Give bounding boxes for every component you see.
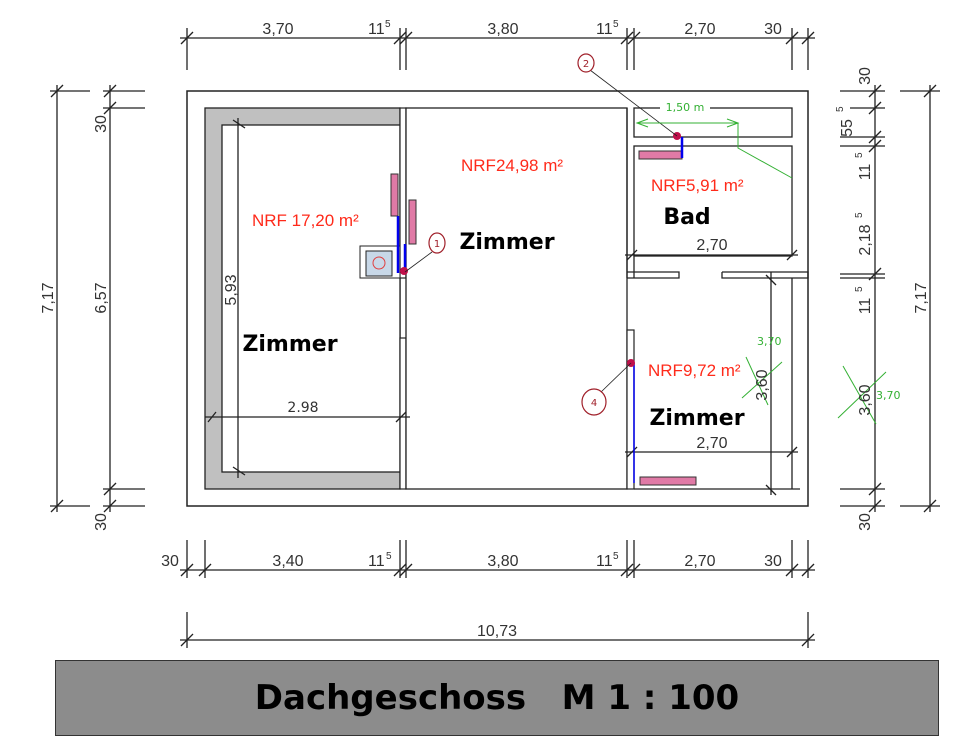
svg-text:5: 5	[854, 212, 865, 218]
floor-plan: 1 2 4 1,50 m 3,70 3,70 3,70 11 5 3,80 11…	[40, 19, 940, 648]
svg-text:7,17: 7,17	[40, 282, 57, 313]
svg-text:30: 30	[93, 115, 110, 133]
svg-text:5: 5	[613, 551, 619, 562]
svg-text:2,70: 2,70	[696, 237, 727, 254]
inner-dimensions	[205, 118, 798, 496]
svg-text:30: 30	[93, 513, 110, 531]
svg-text:1,50 m: 1,50 m	[666, 101, 705, 114]
green-annotations: 1,50 m 3,70 3,70	[635, 100, 901, 425]
svg-text:7,17: 7,17	[913, 282, 930, 313]
svg-text:2,18: 2,18	[857, 224, 874, 255]
dimension-labels: 3,70 11 5 3,80 11 5 2,70 30 30 3,40 11 5…	[40, 19, 930, 640]
svg-text:2: 2	[583, 59, 589, 70]
svg-text:3,70: 3,70	[876, 389, 901, 402]
plan-title: Dachgeschoss M 1 : 100	[254, 678, 740, 718]
svg-text:3,60: 3,60	[857, 384, 874, 415]
room-labels: NRF 17,20 m² Zimmer NRF24,98 m² Zimmer N…	[242, 156, 744, 431]
svg-text:6,57: 6,57	[93, 282, 110, 313]
marker-2: 2	[577, 53, 678, 137]
nrf-room-2: NRF24,98 m²	[461, 156, 563, 175]
svg-text:3,80: 3,80	[487, 553, 518, 570]
svg-text:30: 30	[857, 67, 874, 85]
nrf-room-1: NRF 17,20 m²	[252, 211, 359, 230]
marker-4: 4	[581, 362, 632, 416]
svg-text:1: 1	[434, 239, 440, 250]
svg-text:5: 5	[385, 19, 391, 30]
title-banner: Dachgeschoss M 1 : 100	[55, 660, 939, 736]
svg-text:3,80: 3,80	[487, 21, 518, 38]
nrf-bad: NRF5,91 m²	[651, 176, 744, 195]
svg-text:11: 11	[857, 164, 874, 181]
svg-text:2,70: 2,70	[684, 21, 715, 38]
svg-text:10,73: 10,73	[477, 623, 517, 640]
svg-text:5: 5	[835, 106, 846, 112]
svg-text:3,40: 3,40	[272, 553, 303, 570]
svg-text:11: 11	[857, 298, 874, 315]
svg-text:5: 5	[854, 152, 865, 158]
svg-text:30: 30	[764, 21, 782, 38]
svg-text:30: 30	[161, 553, 179, 570]
dimension-lines	[50, 28, 940, 648]
svg-text:5: 5	[854, 286, 865, 292]
svg-text:11: 11	[596, 21, 613, 38]
room-name-1: Zimmer	[242, 332, 337, 357]
room-name-bad: Bad	[663, 205, 710, 230]
svg-text:5,93: 5,93	[223, 274, 240, 305]
svg-text:11: 11	[368, 553, 385, 570]
svg-text:5: 5	[386, 551, 392, 562]
svg-text:11: 11	[368, 21, 385, 38]
nrf-room-4: NRF9,72 m²	[648, 361, 741, 380]
room-name-4: Zimmer	[649, 406, 744, 431]
room-name-2: Zimmer	[459, 230, 554, 255]
svg-text:30: 30	[857, 513, 874, 531]
marker-1: 1	[404, 232, 446, 273]
svg-text:30: 30	[764, 553, 782, 570]
svg-text:5: 5	[613, 19, 619, 30]
svg-text:3,70: 3,70	[757, 335, 782, 348]
svg-text:3,60: 3,60	[754, 369, 771, 400]
svg-text:2.98: 2.98	[287, 400, 318, 416]
svg-text:2,70: 2,70	[696, 435, 727, 452]
svg-text:4: 4	[591, 398, 597, 409]
boiler-unit	[359, 245, 401, 279]
svg-text:2,70: 2,70	[684, 553, 715, 570]
svg-text:11: 11	[596, 553, 613, 570]
svg-text:55: 55	[839, 119, 856, 137]
svg-text:3,70: 3,70	[262, 21, 293, 38]
